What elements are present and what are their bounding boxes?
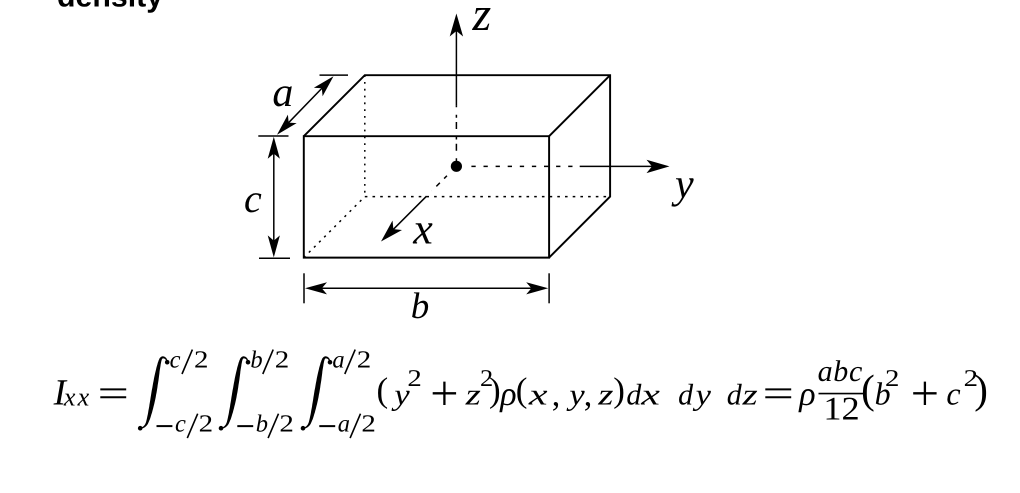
svg-text:(: ( xyxy=(377,371,389,410)
svg-text:y: y xyxy=(692,378,712,411)
svg-text:b: b xyxy=(411,286,430,327)
svg-text:d: d xyxy=(626,378,642,411)
svg-text:b: b xyxy=(256,410,268,437)
svg-text:y: y xyxy=(391,378,411,411)
svg-text:z: z xyxy=(464,378,481,411)
svg-text:2: 2 xyxy=(361,410,375,437)
svg-text:density: density xyxy=(57,0,163,14)
svg-text:(: ( xyxy=(861,366,875,412)
svg-text:z: z xyxy=(597,378,614,411)
svg-text:2: 2 xyxy=(480,366,493,392)
svg-text:b: b xyxy=(875,375,891,411)
svg-text:z: z xyxy=(741,378,758,411)
svg-text:,: , xyxy=(552,377,561,414)
svg-text:c: c xyxy=(244,176,262,221)
svg-text:c: c xyxy=(946,375,960,411)
svg-text:2: 2 xyxy=(199,410,213,437)
svg-text:x: x xyxy=(528,378,549,411)
svg-text:ρ: ρ xyxy=(798,376,815,413)
svg-text:2: 2 xyxy=(275,347,289,374)
svg-text:x: x xyxy=(640,378,661,411)
svg-text:d: d xyxy=(727,378,743,411)
svg-text:c: c xyxy=(170,347,181,374)
svg-text:y: y xyxy=(671,162,694,208)
svg-text:): ) xyxy=(613,371,625,410)
svg-text:2: 2 xyxy=(194,347,208,374)
svg-text:y: y xyxy=(566,378,586,411)
svg-text:12: 12 xyxy=(823,391,859,427)
svg-text:a: a xyxy=(332,347,344,374)
svg-text:2: 2 xyxy=(407,366,421,392)
svg-text:c: c xyxy=(175,410,186,437)
svg-text:2: 2 xyxy=(357,347,371,374)
svg-text:a: a xyxy=(272,70,293,116)
svg-text:d: d xyxy=(678,378,694,411)
svg-text:x: x xyxy=(412,205,433,254)
svg-text:ρ: ρ xyxy=(499,376,516,413)
svg-text:2: 2 xyxy=(885,366,899,392)
svg-text:b: b xyxy=(250,347,262,374)
svg-text:2: 2 xyxy=(964,366,978,392)
svg-text:abc: abc xyxy=(818,355,863,388)
svg-text:a: a xyxy=(338,410,350,437)
svg-text:xx: xx xyxy=(63,383,91,412)
svg-text:I: I xyxy=(53,372,68,413)
svg-text:): ) xyxy=(489,371,501,410)
svg-text:): ) xyxy=(974,366,988,412)
svg-text:2: 2 xyxy=(279,410,293,437)
svg-text:z: z xyxy=(472,0,492,41)
svg-text:,: , xyxy=(584,377,593,414)
svg-text:(: ( xyxy=(516,371,528,410)
